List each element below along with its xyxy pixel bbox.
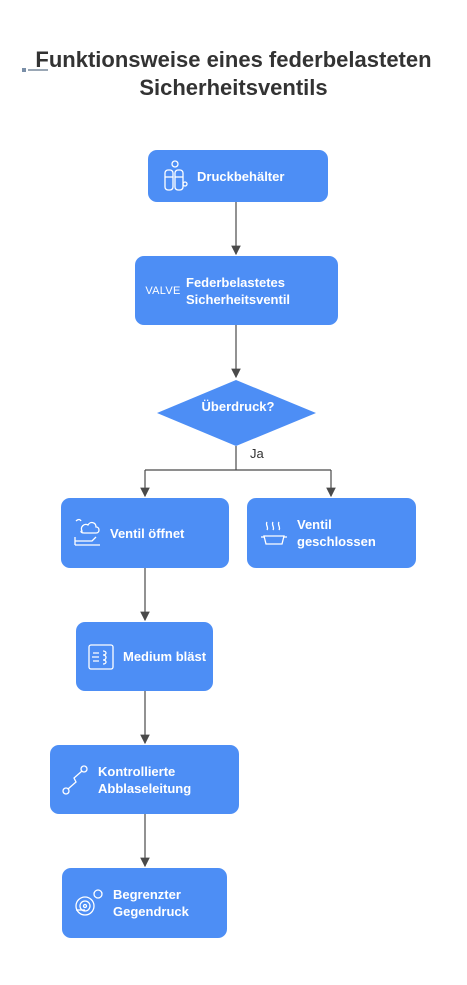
node-label: Kontrollierte Abblaseleitung (98, 763, 192, 796)
node-federbelastetes-sicherheitsventil: VALVE Federbelastetes Sicherheitsventil (135, 256, 338, 325)
pipeline-icon (60, 764, 90, 796)
node-ventil-geschlossen: Ventil geschlossen (247, 498, 416, 568)
edge-decision-split (145, 446, 331, 471)
steam-cloud-icon (72, 517, 102, 549)
node-medium-blaest: Medium bläst (76, 622, 213, 691)
node-label: Begrenzter Gegendruck (113, 887, 189, 919)
node-begrenzter-gegendruck: Begrenzter Gegendruck (62, 868, 227, 938)
node-ventil-oeffnet: Ventil öffnet (61, 498, 229, 568)
node-label: Federbelastetes Sicherheitsventil (186, 274, 291, 307)
pressure-gauge-icon (73, 888, 105, 918)
node-label: Ventil geschlossen (297, 517, 376, 549)
node-druckbehaelter: Druckbehälter (148, 150, 328, 202)
node-kontrollierte-abblaseleitung: Kontrollierte Abblaseleitung (50, 745, 239, 814)
decision-diamond (157, 380, 316, 446)
gas-cylinders-icon (159, 160, 189, 192)
heating-pan-icon (261, 518, 287, 548)
valve-text-icon: VALVE (145, 284, 181, 297)
branch-label-ja: Ja (250, 446, 264, 461)
blowing-medium-icon (87, 642, 115, 672)
decision-label: Überdruck? (201, 399, 275, 414)
page-title: Funktionsweise eines federbelasteten Sic… (35, 47, 432, 100)
node-label: Ventil öffnet (110, 525, 185, 541)
node-label: Medium bläst (123, 649, 207, 664)
logo-icon (22, 68, 48, 72)
node-label: Druckbehälter (197, 168, 285, 184)
